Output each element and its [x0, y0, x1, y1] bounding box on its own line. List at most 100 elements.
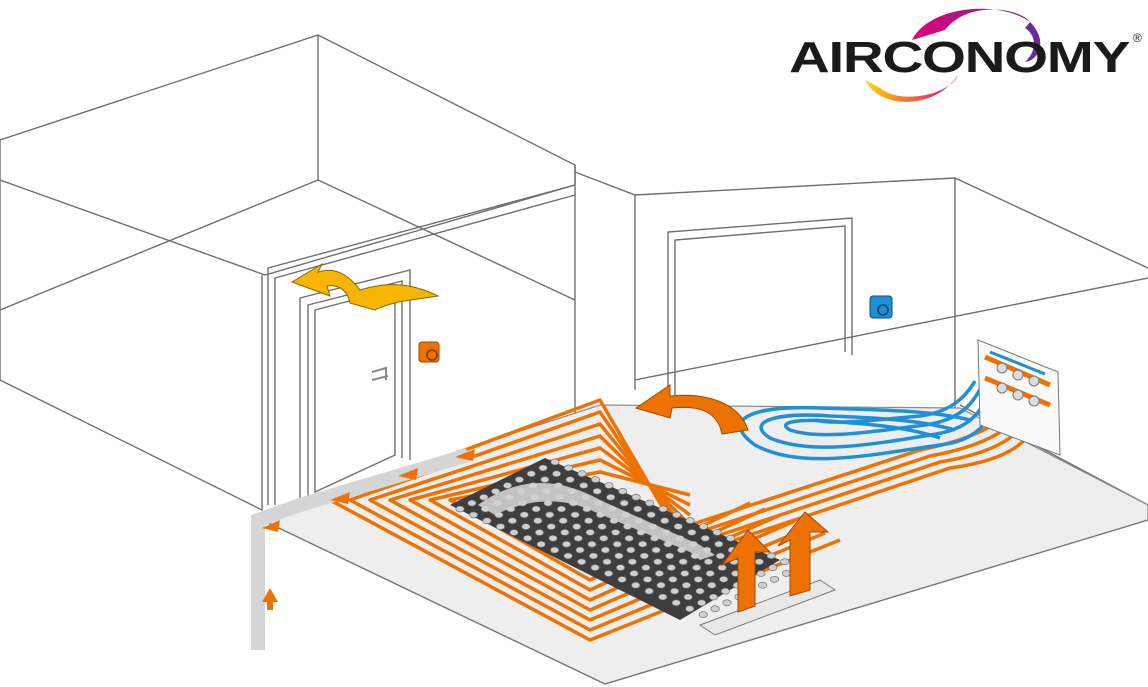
- floor-stud: [644, 587, 654, 595]
- floor-stud: [683, 593, 693, 601]
- floor-stud: [645, 499, 655, 507]
- floor-stud: [769, 575, 779, 583]
- floor-stud: [573, 534, 583, 542]
- floor-stud: [556, 505, 566, 513]
- floor-stud: [563, 552, 573, 560]
- cool-pipe-spiral: [738, 371, 1007, 461]
- floor-stud: [712, 529, 722, 536]
- floor-stud: [668, 576, 678, 583]
- registered-mark: ®: [1133, 31, 1142, 45]
- floor-stud: [665, 552, 675, 560]
- floor-stud: [714, 540, 724, 548]
- floor-stud: [602, 558, 612, 566]
- floor-stud: [692, 564, 702, 571]
- floor-stud: [781, 570, 791, 577]
- exhaust-air-arrow: [290, 262, 440, 311]
- floor-stud: [560, 529, 570, 536]
- floor-stud: [658, 593, 668, 601]
- floor-stud: [604, 482, 614, 489]
- manifold-icon: [977, 339, 1061, 456]
- door-handle-icon: [371, 366, 389, 381]
- floor-stud: [638, 540, 648, 548]
- floor-stud: [768, 564, 778, 571]
- floor-stud: [695, 587, 705, 595]
- left-room: [0, 34, 576, 512]
- floor-stud: [624, 534, 634, 542]
- floor-stud: [533, 517, 543, 525]
- supply-arrow-up: [262, 588, 278, 610]
- floor-stud: [584, 517, 594, 525]
- floor-stud: [651, 546, 661, 554]
- floor-stud: [673, 523, 683, 530]
- floor-stud: [538, 464, 548, 472]
- floor-stud: [685, 517, 695, 524]
- floor-stud: [482, 517, 492, 525]
- floor-stud: [590, 476, 600, 483]
- panel-airflow-arrow: [478, 482, 715, 560]
- floor-stud: [678, 558, 688, 566]
- floor-stud: [479, 493, 489, 501]
- floor-stud: [534, 529, 544, 536]
- floor-stud: [550, 546, 560, 554]
- floor-stud: [699, 523, 709, 530]
- floor-stud: [641, 564, 651, 571]
- supply-air-duct: [251, 448, 475, 650]
- floor-stud: [654, 570, 664, 577]
- floor-stud: [710, 605, 720, 613]
- floor-stud: [685, 605, 695, 613]
- floor-stud: [618, 487, 628, 495]
- floor-stud: [552, 470, 562, 478]
- floor-stud: [523, 534, 533, 542]
- floor-stud: [633, 505, 643, 513]
- right-door-frame: [667, 217, 853, 395]
- floor-stud: [681, 581, 691, 589]
- floor-stud: [548, 534, 558, 542]
- floor-stud: [575, 546, 585, 554]
- floor-stud: [509, 529, 519, 536]
- floor-stud: [703, 558, 713, 566]
- brand-wordmark: AIRCONOMY: [789, 33, 1130, 82]
- floor-stud: [658, 505, 668, 513]
- floor-stud: [720, 587, 730, 595]
- floor-stud: [708, 593, 718, 601]
- warm-air-curl-arrow: [634, 384, 749, 435]
- floor-stud: [588, 552, 598, 560]
- floor-stud: [707, 581, 717, 589]
- floor-stud: [507, 517, 517, 525]
- floor-stud: [646, 511, 656, 519]
- floor-stud: [531, 505, 541, 513]
- floor-stud: [545, 511, 555, 519]
- floor-stud: [577, 470, 587, 478]
- thermostat-orange-icon: [418, 341, 440, 363]
- floor-stud: [693, 576, 703, 583]
- floor-stud: [592, 487, 602, 495]
- floor-stud: [629, 570, 639, 577]
- floor-stud: [502, 482, 512, 489]
- floor-stud: [631, 581, 641, 589]
- floor-stud: [468, 511, 478, 519]
- floor-stud: [626, 546, 636, 554]
- floor-stud: [615, 564, 625, 571]
- floor-stud: [660, 517, 670, 525]
- floor-stud: [561, 540, 571, 548]
- floor-stud: [670, 587, 680, 595]
- floor-stud: [495, 523, 505, 530]
- floor-stud: [606, 493, 616, 501]
- floor-stud: [780, 558, 790, 566]
- floor-stud: [558, 517, 568, 525]
- floor-stud: [587, 540, 597, 548]
- floor-stud: [467, 499, 477, 507]
- airconomy-logo: AIRCONOMY ®: [789, 8, 1142, 102]
- floor-stud: [754, 558, 764, 566]
- floor-stud: [766, 552, 776, 560]
- floor-stud: [705, 570, 715, 577]
- floor-stud: [617, 576, 627, 583]
- floor-stud: [521, 523, 531, 530]
- floor-stud: [671, 599, 681, 607]
- floor-stud: [570, 511, 580, 519]
- floor-stud: [726, 534, 736, 542]
- floor-stud: [680, 570, 690, 577]
- floor-stud: [536, 540, 546, 548]
- floor-stud: [653, 558, 663, 566]
